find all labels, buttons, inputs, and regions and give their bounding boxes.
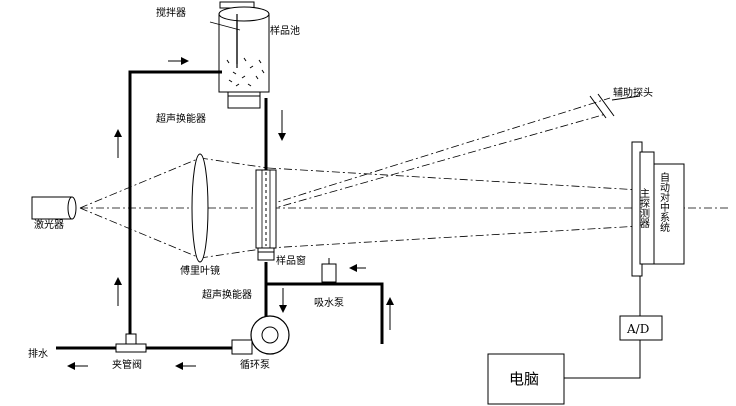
auxiliary-probe-label: 辅助探头 [613, 86, 653, 99]
auto-centering-label: 自动对中系统 [658, 171, 670, 232]
ad-to-computer-wire [564, 340, 641, 379]
ad-converter [619, 315, 663, 341]
fourier-lens-label: 傅里叶镜 [180, 264, 220, 277]
circulation-pump-label: 循环泵 [240, 358, 270, 371]
pinch-valve-label: 夹管阀 [112, 358, 142, 371]
beam-lower-in [79, 207, 201, 259]
detector-assembly [631, 141, 685, 277]
sample-cell-body [218, 13, 270, 93]
beam-upper-in [79, 157, 201, 209]
beam-upper-mid [199, 157, 269, 169]
ultrasonic-top-label: 超声换能器 [156, 112, 206, 125]
drain-label: 排水 [28, 347, 48, 360]
suction-pipe [264, 262, 384, 344]
return-pipe [128, 70, 222, 334]
auto-centering-system [653, 163, 685, 265]
auxiliary-probe [589, 93, 641, 119]
circulation-pump [231, 315, 290, 355]
suction-pump-label: 吸水泵 [314, 297, 344, 309]
beam-lower-mid [199, 247, 269, 259]
scatter-ray-2 [267, 113, 607, 211]
sample-cell [218, 1, 270, 109]
suction-pump [321, 258, 337, 283]
laser-label: 激光器 [34, 218, 64, 231]
optical-paths [79, 97, 730, 259]
pinch-valve [115, 333, 147, 353]
scatter-ray-1 [267, 97, 611, 206]
sample-cell-label: 样品池 [270, 24, 300, 37]
flow-arrows [67, 57, 394, 370]
beam-upper-out [267, 167, 641, 191]
computer [487, 353, 565, 405]
sample-window [255, 169, 277, 261]
beam-lower-out [267, 225, 641, 249]
stirrer-label: 搅拌器 [156, 6, 186, 19]
sample-window-label: 样品窗 [276, 254, 306, 267]
ultrasonic-bottom-label: 超声换能器 [202, 288, 252, 301]
main-detector-label: 主探测器 [638, 188, 650, 229]
computer-label: 电脑 [509, 370, 539, 388]
stirrer-leader [209, 21, 241, 31]
ultrasonic-transducer-top [227, 91, 261, 109]
particles [226, 57, 265, 87]
fourier-lens [191, 153, 209, 263]
ad-label: A/D [626, 322, 649, 336]
ultrasonic-transducer-bottom [257, 247, 275, 261]
laser [31, 196, 77, 220]
